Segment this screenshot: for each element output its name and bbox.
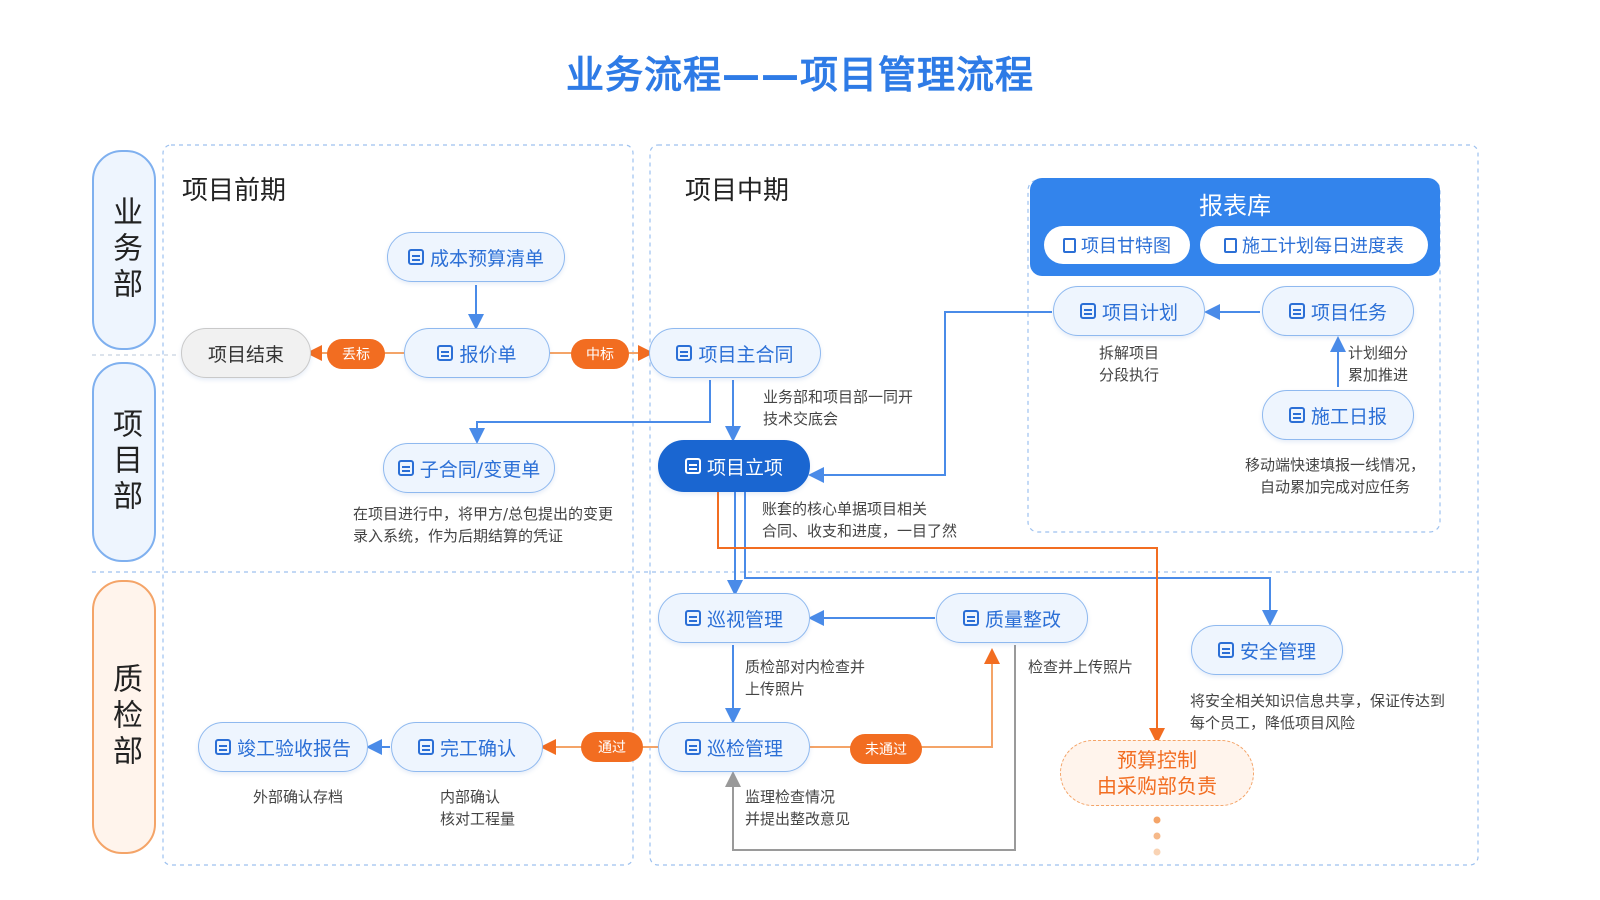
- construction-daily-note: 移动端快速填报一线情况， 自动累加完成对应任务: [1245, 456, 1426, 496]
- inspection-node[interactable]: 巡检管理: [658, 722, 810, 772]
- patrol-view-note: 质检部对内检查并 上传照片: [745, 658, 866, 698]
- node-label: 安全管理: [1239, 640, 1316, 663]
- dept-label: 质检部: [107, 663, 142, 771]
- daily-schedule-item[interactable]: 施工计划每日进度表: [1200, 226, 1428, 264]
- node-label: 巡视管理: [706, 608, 783, 631]
- lib-item-label: 施工计划每日进度表: [1242, 236, 1404, 257]
- dept-project: 项目部: [92, 362, 156, 562]
- frame-mid: [649, 144, 1479, 866]
- lib-item-label: 项目甘特图: [1081, 236, 1171, 257]
- budget-list-icon: [407, 249, 424, 265]
- node-label: 子合同/变更单: [419, 458, 541, 481]
- budget-line-2: 由采购部负责: [1097, 774, 1217, 798]
- passed-pill: 通过: [581, 732, 643, 762]
- project-plan-node[interactable]: 项目计划: [1053, 286, 1205, 336]
- sub-contract-note: 在项目进行中，将甲方/总包提出的变更 录入系统，作为后期结算的凭证: [353, 505, 614, 545]
- page-title: 业务流程——项目管理流程: [565, 53, 1034, 97]
- node-label: 报价单: [459, 343, 517, 366]
- project-task-node[interactable]: 项目任务: [1262, 286, 1414, 336]
- win-bid-pill: 中标: [571, 339, 629, 369]
- inspection-icon: [684, 739, 701, 755]
- report-library: 报表库 项目甘特图 施工计划每日进度表: [1030, 178, 1440, 276]
- phase-early: 项目前期: [182, 176, 287, 206]
- cost-budget-node[interactable]: 成本预算清单: [387, 232, 565, 282]
- acceptance-report-note: 外部确认存档: [253, 788, 344, 806]
- node-label: 成本预算清单: [429, 247, 544, 270]
- project-plan-note: 拆解项目 分段执行: [1099, 344, 1160, 384]
- quality-rectify-node[interactable]: 质量整改: [936, 593, 1088, 643]
- award-icon: [214, 739, 231, 755]
- budget-control-node[interactable]: 预算控制 由采购部负责: [1060, 740, 1254, 806]
- task-list-icon: [1288, 303, 1305, 319]
- project-end-node[interactable]: 项目结束: [181, 328, 311, 378]
- patrol-view-node[interactable]: 巡视管理: [658, 593, 810, 643]
- phase-mid: 项目中期: [685, 176, 790, 206]
- folder-icon: [1079, 303, 1096, 319]
- shield-icon: [1217, 642, 1234, 658]
- dept-label: 项目部: [107, 408, 142, 516]
- safety-node[interactable]: 安全管理: [1191, 625, 1343, 675]
- safety-note: 将安全相关知识信息共享，保证传达到 每个员工，降低项目风险: [1190, 692, 1446, 732]
- node-label: 项目结束: [207, 343, 284, 366]
- checklist-icon: [1288, 407, 1305, 423]
- change-order-icon: [397, 460, 414, 476]
- node-label: 施工日报: [1310, 405, 1387, 428]
- node-label: 完工确认: [439, 737, 516, 760]
- project-task-note: 计划细分 累加推进: [1348, 344, 1409, 384]
- main-contract-note: 业务部和项目部一同开 技术交底会: [763, 388, 914, 428]
- quality-rectify-note: 检查并上传照片: [1028, 658, 1134, 676]
- report-library-title: 报表库: [1199, 192, 1271, 220]
- contract-icon: [676, 345, 693, 361]
- frame-early: [162, 144, 634, 866]
- node-label: 巡检管理: [706, 737, 783, 760]
- cube-icon: [684, 458, 701, 474]
- budget-line-1: 预算控制: [1117, 748, 1197, 772]
- node-label: 项目任务: [1310, 301, 1387, 324]
- confirm-doc-icon: [417, 739, 434, 755]
- shield-wrench-icon: [962, 610, 979, 626]
- acceptance-report-node[interactable]: 竣工验收报告: [198, 722, 368, 772]
- document-icon: [1063, 237, 1076, 253]
- completion-confirm-node[interactable]: 完工确认: [391, 722, 543, 772]
- node-label: 项目计划: [1101, 301, 1178, 324]
- lose-bid-pill: 丢标: [327, 339, 385, 369]
- node-label: 质量整改: [984, 608, 1061, 631]
- document-icon: [1224, 237, 1237, 253]
- quote-node[interactable]: 报价单: [404, 328, 550, 378]
- eye-icon: [684, 610, 701, 626]
- inspection-note: 监理检查情况 并提出整改意见: [745, 788, 851, 828]
- project-setup-note: 账套的核心单据项目相关 合同、收支和进度，一目了然: [762, 500, 958, 540]
- sub-contract-node[interactable]: 子合同/变更单: [383, 443, 555, 493]
- construction-daily-node[interactable]: 施工日报: [1262, 390, 1414, 440]
- not-passed-pill: 未通过: [850, 734, 922, 764]
- node-label: 竣工验收报告: [236, 737, 351, 760]
- dept-quality: 质检部: [92, 580, 156, 854]
- gantt-chart-item[interactable]: 项目甘特图: [1044, 226, 1190, 264]
- project-setup-node[interactable]: 项目立项: [658, 440, 810, 492]
- completion-confirm-note: 内部确认 核对工程量: [440, 788, 516, 828]
- quote-icon: [437, 345, 454, 361]
- node-label: 项目主合同: [698, 343, 794, 366]
- dept-business: 业务部: [92, 150, 156, 350]
- dept-label: 业务部: [107, 196, 142, 304]
- main-contract-node[interactable]: 项目主合同: [649, 328, 821, 378]
- node-label: 项目立项: [706, 456, 783, 479]
